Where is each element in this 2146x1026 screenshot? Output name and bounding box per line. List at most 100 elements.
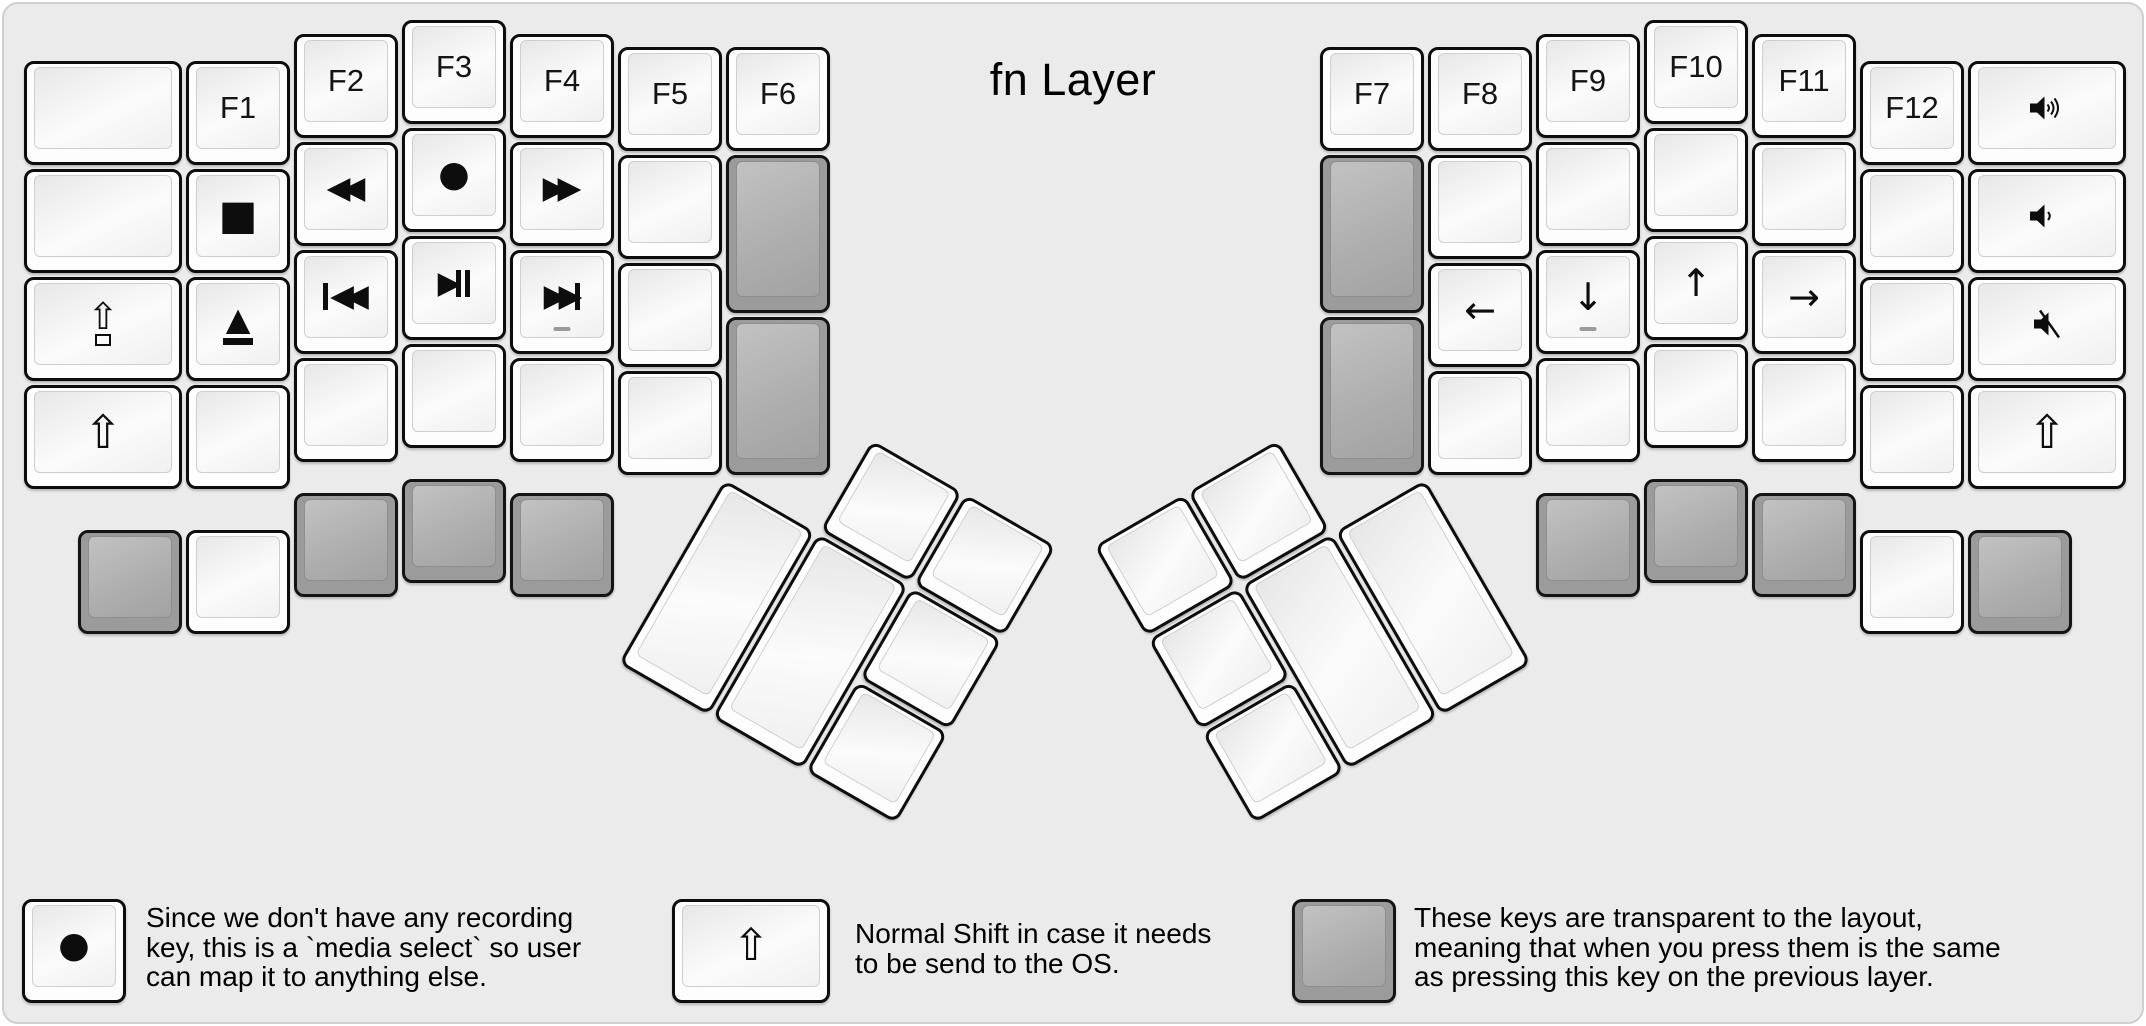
key-volume-up bbox=[1968, 60, 2126, 165]
key-blank bbox=[1860, 276, 1964, 381]
arrow-up-icon: ↑ bbox=[1654, 242, 1738, 324]
key-blank bbox=[24, 60, 182, 165]
key-prev-track: ◀◀ bbox=[294, 249, 398, 354]
key-transparent bbox=[1644, 479, 1748, 583]
key-transparent bbox=[1320, 317, 1424, 475]
key-shift: ⇧ bbox=[1968, 384, 2126, 489]
shift-icon: ⇧ bbox=[1978, 390, 2116, 473]
key-shift: ⇧ bbox=[24, 384, 182, 489]
rewind-icon: ◀◀ bbox=[304, 147, 388, 230]
key-blank bbox=[1644, 344, 1748, 448]
key-blank bbox=[618, 371, 722, 475]
key-blank bbox=[186, 529, 290, 634]
key-next-track: ▶▶ bbox=[510, 249, 614, 354]
key-label: F7 bbox=[1353, 76, 1391, 111]
volume-down-icon bbox=[1978, 174, 2116, 257]
key-transparent bbox=[1536, 492, 1640, 597]
key-f12: F12 bbox=[1860, 60, 1964, 165]
layer-title: fn Layer bbox=[989, 54, 1157, 105]
legend-text-media-select: Since we don't have any recording key, t… bbox=[146, 902, 582, 992]
key-transparent bbox=[1752, 492, 1856, 597]
arrow-right-icon: → bbox=[1762, 255, 1846, 338]
eject-icon: ▲ bbox=[196, 282, 280, 365]
key-f7: F7 bbox=[1320, 47, 1424, 151]
key-label: F8 bbox=[1461, 76, 1499, 111]
key-stop: ■ bbox=[186, 168, 290, 273]
key-blank bbox=[618, 155, 722, 259]
legend-key-normal-shift: ⇧ bbox=[672, 899, 830, 1003]
key-blank bbox=[1536, 357, 1640, 462]
key-mute bbox=[1968, 276, 2126, 381]
caps-lock-icon: ⇧ bbox=[34, 282, 172, 365]
key-blank bbox=[24, 168, 182, 273]
transparent-key-sample bbox=[1302, 905, 1386, 987]
key-blank bbox=[1860, 529, 1964, 634]
key-arrow-up: ↑ bbox=[1644, 236, 1748, 340]
key-blank bbox=[618, 263, 722, 367]
key-label: F3 bbox=[435, 49, 473, 84]
key-f6: F6 bbox=[726, 47, 830, 151]
key-blank bbox=[402, 344, 506, 448]
key-f4: F4 bbox=[510, 33, 614, 138]
key-f3: F3 bbox=[402, 20, 506, 124]
legend-key-media-select: ● bbox=[22, 899, 126, 1003]
key-arrow-down: ↓ bbox=[1536, 249, 1640, 354]
key-label: F9 bbox=[1569, 62, 1607, 98]
next-track-icon: ▶▶ bbox=[520, 255, 604, 338]
key-fast-forward: ▶▶ bbox=[510, 141, 614, 246]
key-transparent bbox=[402, 479, 506, 583]
key-transparent bbox=[726, 317, 830, 475]
key-caps-lock: ⇧ bbox=[24, 276, 182, 381]
key-blank bbox=[1860, 384, 1964, 489]
key-transparent bbox=[726, 155, 830, 313]
arrow-down-icon: ↓ bbox=[1546, 255, 1630, 338]
key-label: F1 bbox=[219, 89, 257, 125]
key-blank bbox=[1860, 168, 1964, 273]
shift-icon: ⇧ bbox=[682, 905, 820, 987]
front-dash bbox=[1579, 327, 1597, 331]
legend-text-transparent: These keys are transparent to the layout… bbox=[1414, 902, 2001, 992]
key-blank bbox=[1428, 371, 1532, 475]
key-f10: F10 bbox=[1644, 20, 1748, 124]
key-arrow-right: → bbox=[1752, 249, 1856, 354]
key-f8: F8 bbox=[1428, 47, 1532, 151]
key-transparent bbox=[78, 529, 182, 634]
legend-text-normal-shift: Normal Shift in case it needs to be send… bbox=[855, 918, 1212, 979]
key-label: F5 bbox=[651, 76, 689, 111]
arrow-left-icon: ← bbox=[1438, 269, 1522, 351]
key-blank bbox=[510, 357, 614, 462]
volume-up-icon bbox=[1978, 66, 2116, 149]
key-f11: F11 bbox=[1752, 33, 1856, 138]
key-label: F11 bbox=[1778, 62, 1830, 98]
key-blank bbox=[1536, 141, 1640, 246]
key-f2: F2 bbox=[294, 33, 398, 138]
key-blank bbox=[186, 384, 290, 489]
key-f9: F9 bbox=[1536, 33, 1640, 138]
shift-icon: ⇧ bbox=[34, 390, 172, 473]
key-f5: F5 bbox=[618, 47, 722, 151]
key-play-pause: ▶ bbox=[402, 236, 506, 340]
record-icon: ● bbox=[412, 134, 496, 216]
front-dash bbox=[553, 327, 571, 331]
key-blank bbox=[1752, 141, 1856, 246]
key-transparent bbox=[1320, 155, 1424, 313]
key-transparent bbox=[510, 492, 614, 597]
key-blank bbox=[1752, 357, 1856, 462]
key-f1: F1 bbox=[186, 60, 290, 165]
stop-icon: ■ bbox=[196, 174, 280, 257]
key-volume-down bbox=[1968, 168, 2126, 273]
key-label: F2 bbox=[327, 62, 365, 98]
key-rewind: ◀◀ bbox=[294, 141, 398, 246]
key-transparent bbox=[1968, 529, 2072, 634]
key-transparent bbox=[294, 492, 398, 597]
play-pause-icon: ▶ bbox=[412, 242, 496, 324]
key-blank bbox=[294, 357, 398, 462]
key-blank bbox=[1428, 155, 1532, 259]
key-blank bbox=[1644, 128, 1748, 232]
prev-track-icon: ◀◀ bbox=[304, 255, 388, 338]
fast-forward-icon: ▶▶ bbox=[520, 147, 604, 230]
record-icon: ● bbox=[32, 905, 116, 987]
legend-key-transparent bbox=[1292, 899, 1396, 1003]
mute-icon bbox=[1978, 282, 2116, 365]
